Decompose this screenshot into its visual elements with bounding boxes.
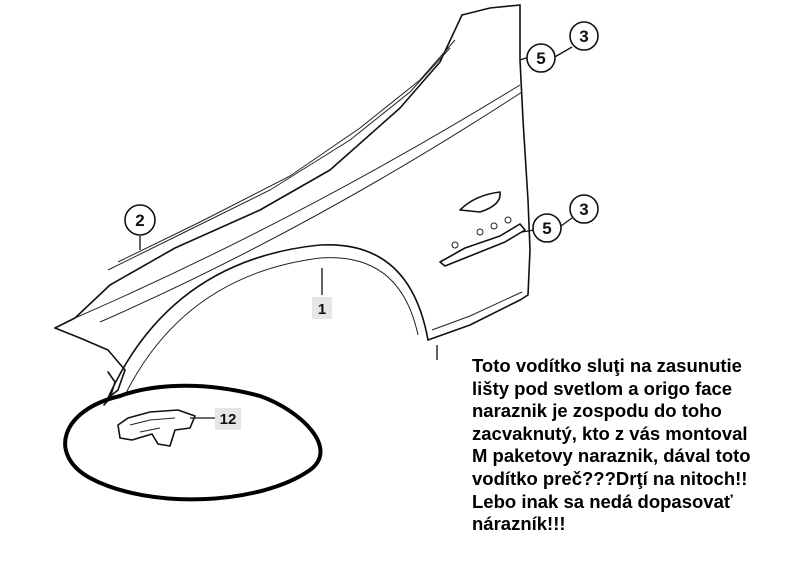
note-line: Lebo inak sa nedá dopasovať xyxy=(472,490,733,512)
callout-3-top: 3 xyxy=(569,21,599,51)
callout-5-top-label: 5 xyxy=(536,49,545,68)
callout-5-mid: 5 xyxy=(532,213,562,243)
annotation-note: Toto vodítko sluţi na zasunutie lišty po… xyxy=(472,355,798,536)
note-line: lišty pod svetlom a origo face xyxy=(472,377,733,399)
note-line: M paketovy naraznik, dával toto xyxy=(472,445,751,467)
part-label-12-text: 12 xyxy=(220,411,237,428)
note-line: Toto vodítko sluţi na zasunutie xyxy=(472,355,742,376)
callout-3-mid: 3 xyxy=(569,194,599,224)
guide-bracket-part xyxy=(117,409,196,447)
callout-2-label: 2 xyxy=(135,211,144,230)
note-line: nárazník!!! xyxy=(472,513,566,535)
callout-3-top-label: 3 xyxy=(579,27,588,46)
highlight-ellipse xyxy=(63,383,323,502)
fender-drawing xyxy=(54,4,531,406)
part-label-12: 12 xyxy=(215,408,241,430)
callout-5-mid-label: 5 xyxy=(542,219,551,238)
note-line: zacvaknutý, kto z vás montoval xyxy=(472,422,748,444)
callout-2: 2 xyxy=(124,204,156,236)
part-label-1: 1 xyxy=(312,297,332,319)
part-label-1-text: 1 xyxy=(318,301,326,318)
note-line: naraznik je zospodu do toho xyxy=(472,400,722,422)
callout-3-mid-label: 3 xyxy=(579,200,588,219)
callout-5-top: 5 xyxy=(526,43,556,73)
note-line: vodítko preč???Drţí na nitoch!! xyxy=(472,467,748,489)
